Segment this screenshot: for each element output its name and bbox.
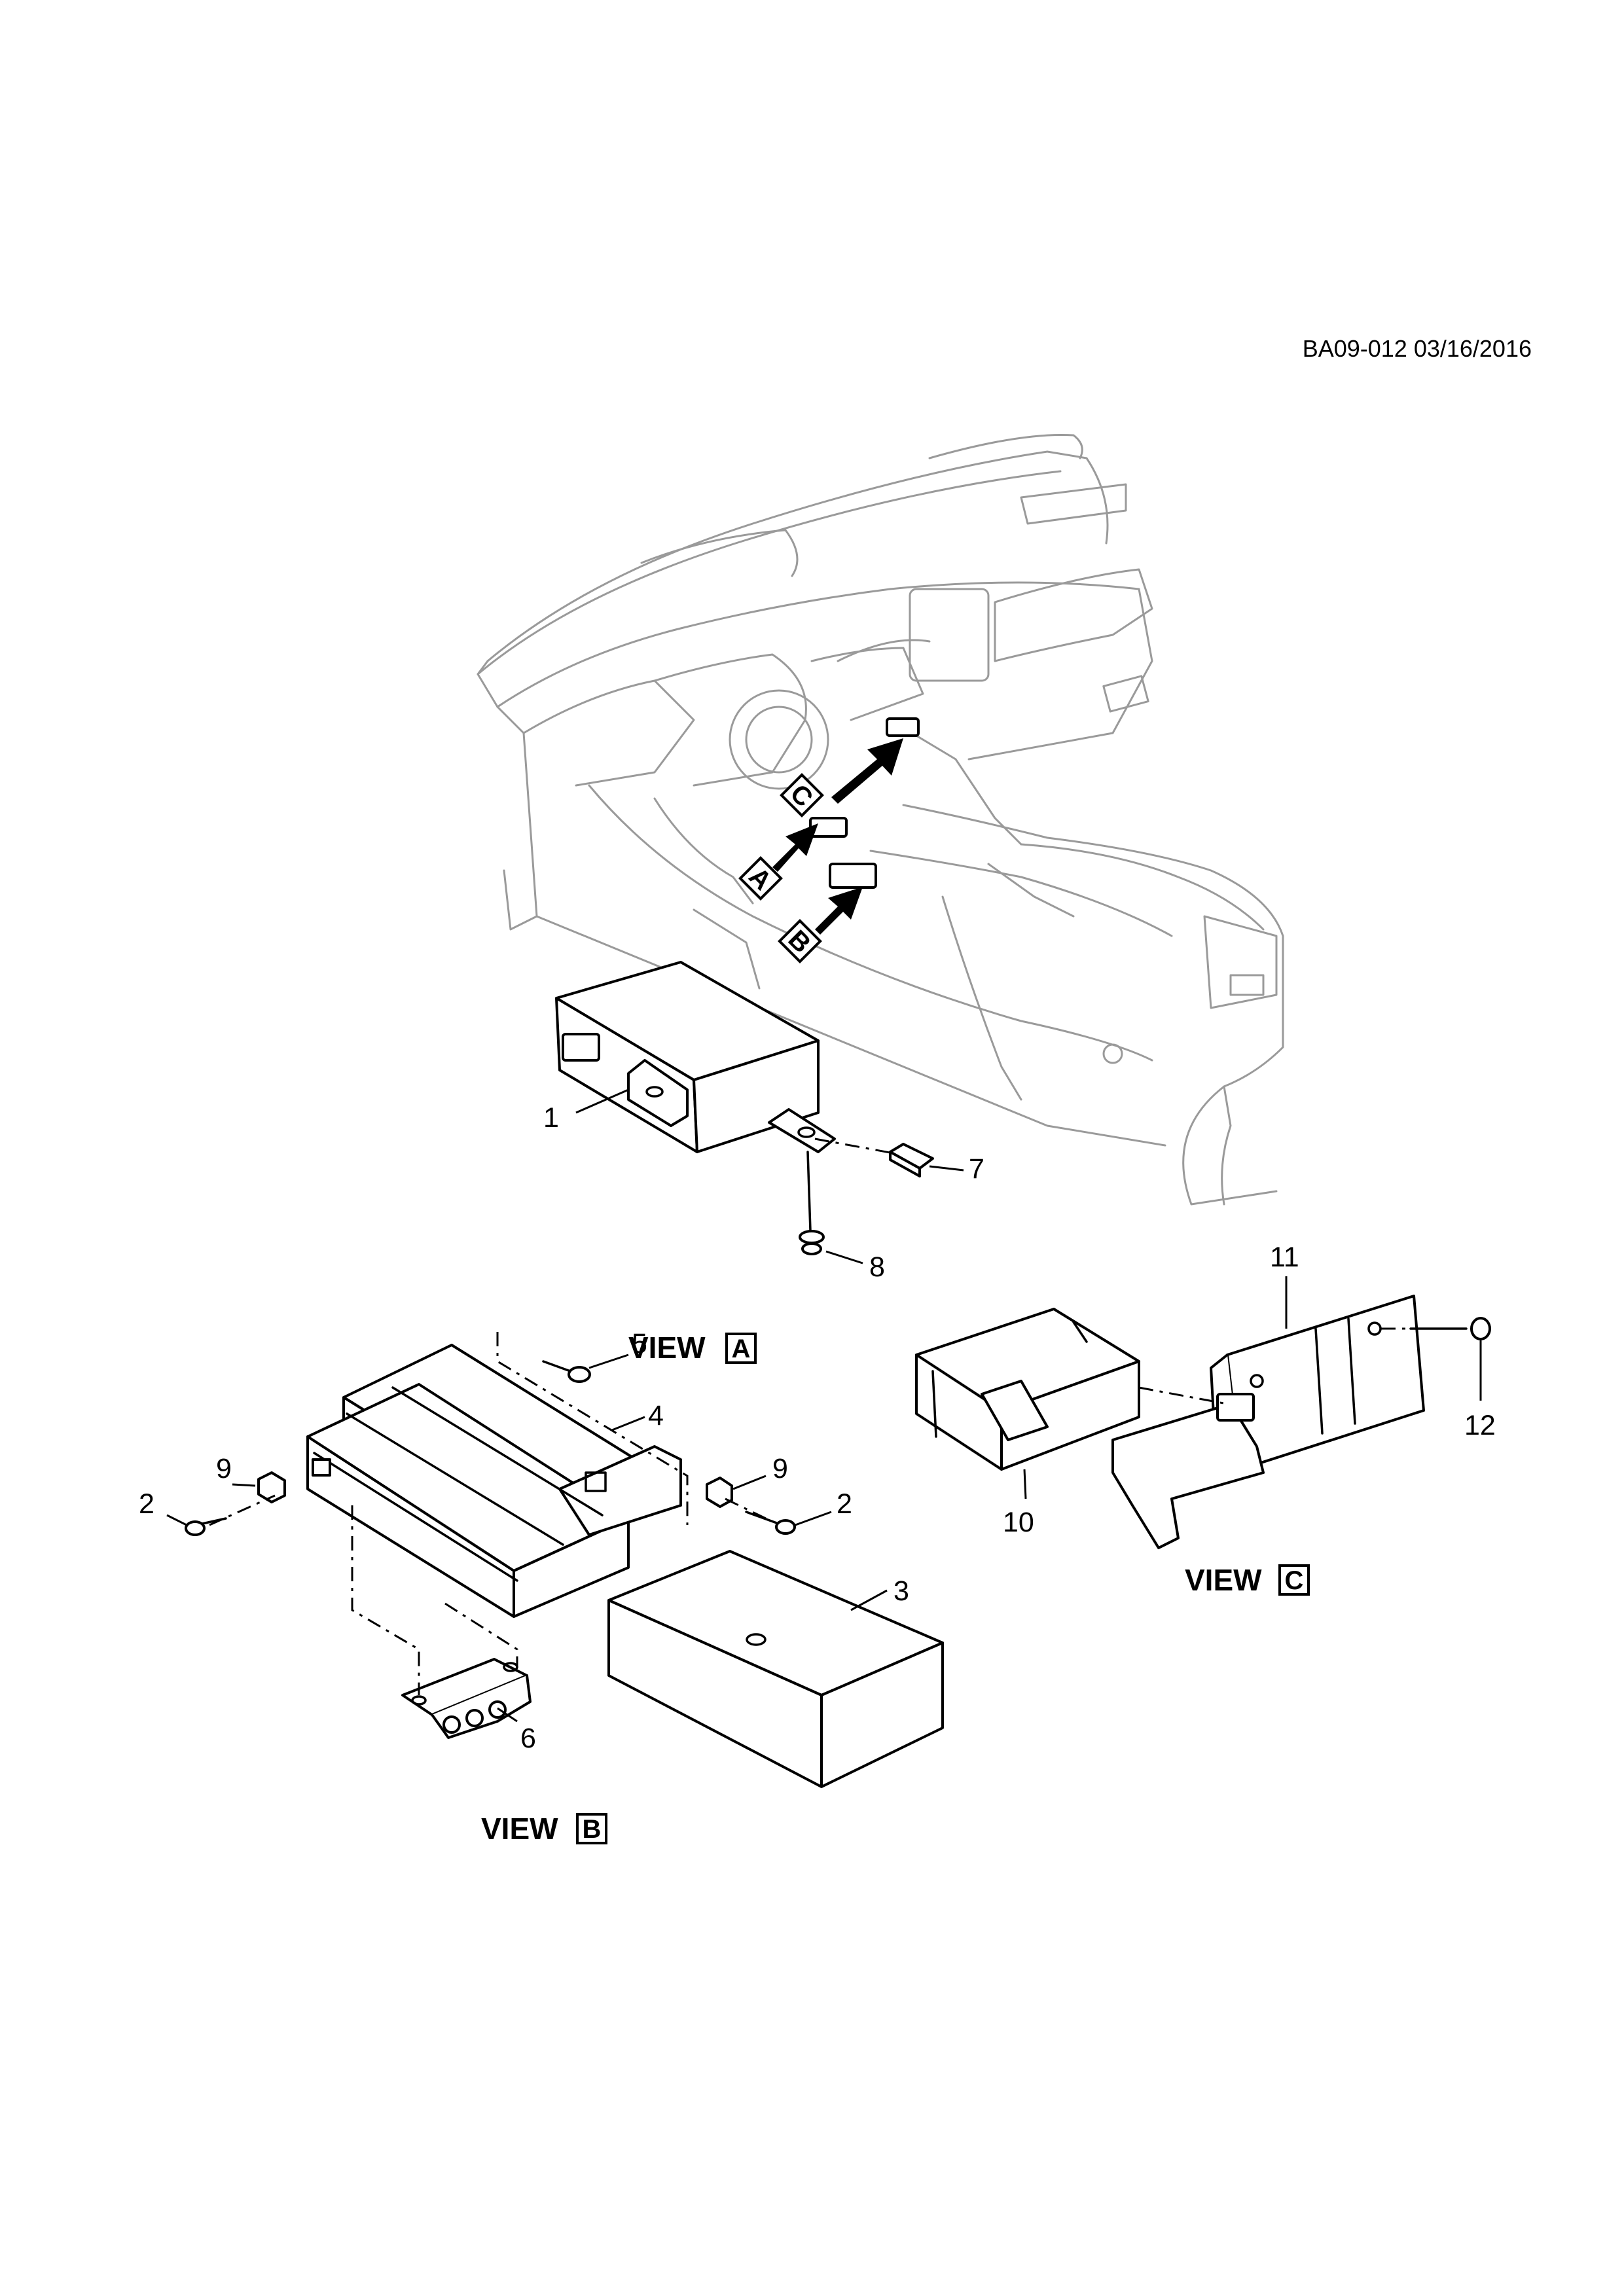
module-location-c [886, 717, 920, 737]
view-b-nut-9-left [257, 1471, 286, 1503]
callout-3: 3 [893, 1575, 909, 1607]
view-a-label: VIEW A [628, 1331, 757, 1365]
view-c-letter: C [1285, 1566, 1304, 1595]
view-c-module [915, 1308, 1140, 1471]
view-a-alignment-line [814, 1138, 894, 1155]
callout-4: 4 [648, 1400, 664, 1431]
callout-7: 7 [969, 1153, 984, 1185]
view-b-dash-left [351, 1505, 420, 1695]
view-a-mounting-tab-right [768, 1108, 836, 1153]
view-a-word: VIEW [628, 1331, 706, 1365]
view-b-nut-9-right [706, 1477, 733, 1508]
view-c-bracket [1111, 1295, 1425, 1549]
view-b-dash-bolt2-right [725, 1498, 767, 1520]
view-c-label: VIEW C [1185, 1563, 1310, 1597]
view-a-clip [889, 1143, 934, 1177]
instrument-panel-illustration [477, 433, 1284, 1206]
callout-8: 8 [869, 1251, 885, 1283]
view-b-connector-bracket [401, 1658, 532, 1739]
view-c-word: VIEW [1185, 1563, 1262, 1597]
pointer-letter-a: A [744, 862, 778, 896]
callout-9-right: 9 [772, 1453, 788, 1484]
view-c-alignment-line [1138, 1386, 1228, 1405]
view-c-module-clip [981, 1380, 1049, 1441]
callout-6: 6 [520, 1723, 536, 1754]
view-b-letter: B [583, 1815, 602, 1844]
view-b-bracket-flange [558, 1445, 682, 1536]
view-b-bolt-2-left [185, 1517, 227, 1536]
pointer-arrow-c: C [780, 738, 903, 817]
callout-10: 10 [1003, 1507, 1034, 1538]
view-b-module [607, 1550, 944, 1788]
view-c-bolt-12 [1409, 1317, 1491, 1340]
view-a-module [555, 961, 836, 1153]
document-id: BA09-012 03/16/2016 [1303, 335, 1532, 362]
view-b-dash-mid [444, 1602, 518, 1666]
pointer-arrow-b: B [778, 887, 863, 963]
callout-9-left: 9 [216, 1453, 232, 1484]
view-b-dash-bolt2 [209, 1494, 276, 1526]
view-a-bolt [799, 1151, 825, 1255]
view-b-label: VIEW B [481, 1812, 607, 1846]
callout-2-left: 2 [139, 1488, 154, 1520]
view-b-word: VIEW [481, 1812, 558, 1846]
view-b-bolt-2-right [745, 1511, 796, 1535]
module-location-b [829, 863, 877, 889]
callout-2-right: 2 [837, 1488, 852, 1520]
callout-1: 1 [543, 1102, 559, 1134]
view-b-bolt-5 [542, 1360, 591, 1383]
view-b-bracket-slot [312, 1458, 331, 1477]
callout-5: 5 [632, 1328, 647, 1359]
view-a-letter: A [732, 1335, 751, 1363]
view-a-mounting-tab [627, 1059, 689, 1127]
view-a-connector [562, 1033, 600, 1062]
callout-12: 12 [1464, 1410, 1496, 1441]
pointer-arrow-a: A [738, 823, 818, 901]
callout-11: 11 [1270, 1242, 1299, 1273]
pointer-letter-b: B [783, 925, 817, 959]
pointer-letter-c: C [785, 779, 819, 813]
view-b-bracket [306, 1344, 682, 1618]
view-c-connector [1216, 1393, 1255, 1422]
